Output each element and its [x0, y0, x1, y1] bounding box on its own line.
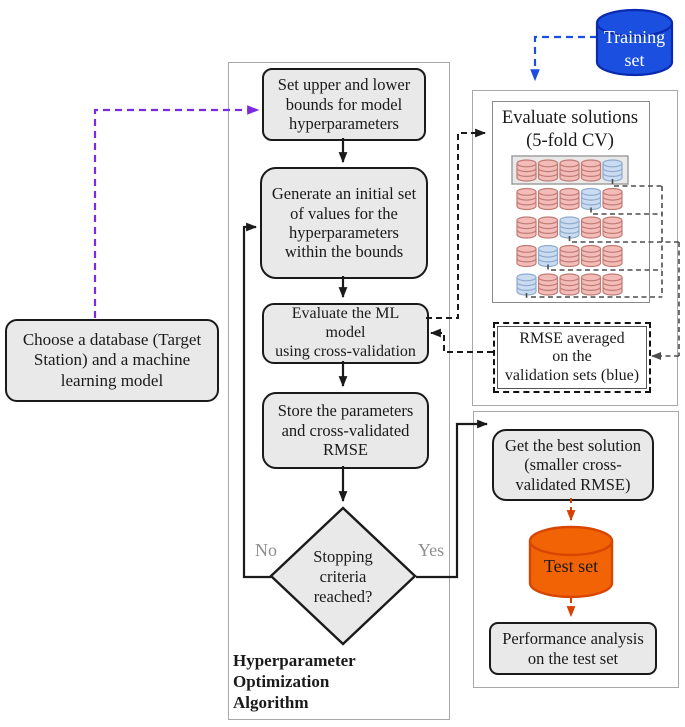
rmse-averaged-box: RMSE averaged on the validation sets (bl…: [493, 322, 651, 393]
set-bounds-box: Set upper and lower bounds for model hyp…: [262, 68, 426, 141]
training-set-label: Training set: [603, 27, 666, 71]
hyperparameter-algorithm-container: [228, 62, 450, 720]
yes-branch-label: Yes: [417, 540, 445, 560]
evaluate-solutions-title: Evaluate solutions (5-fold CV): [501, 108, 639, 152]
best-solution-box: Get the best solution (smaller cross- va…: [492, 429, 654, 501]
choose-database-box: Choose a database (Target Station) and a…: [5, 319, 219, 402]
evaluate-ml-model-box: Evaluate the ML model using cross-valida…: [262, 303, 429, 364]
generate-initial-set-box: Generate an initial set of values for th…: [260, 167, 428, 279]
decision-label: Stopping criteria reached?: [313, 547, 373, 606]
store-parameters-box: Store the parameters and cross-validated…: [262, 392, 429, 469]
arrow-training-to-evaluation: [530, 35, 597, 82]
algorithm-title: Hyperparameter Optimization Algorithm: [233, 651, 356, 713]
rmse-averaged-text: RMSE averaged on the validation sets (bl…: [497, 326, 647, 389]
performance-analysis-box: Performance analysis on the test set: [489, 622, 657, 675]
test-set-label: Test set: [543, 556, 599, 576]
no-branch-label: No: [255, 540, 277, 560]
